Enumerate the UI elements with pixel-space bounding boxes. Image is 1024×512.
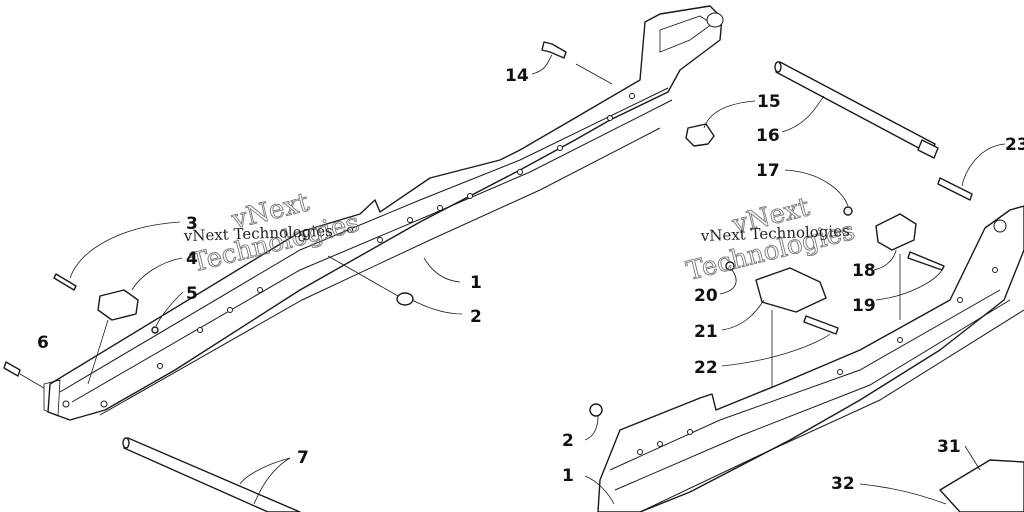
callout-1-upper: 1 [470,273,482,293]
callout-labels: 14 15 16 17 23 18 19 20 21 22 1 2 3 4 5 … [37,66,1024,494]
callout-19: 19 [852,296,876,316]
callout-4: 4 [186,249,198,269]
callout-5: 5 [186,284,198,304]
callout-1-lower: 1 [562,466,574,486]
left-slide-rail [43,5,724,421]
callout-18: 18 [852,261,876,281]
callout-6: 6 [37,333,49,353]
callout-23: 23 [1005,135,1024,155]
callout-14: 14 [505,66,529,86]
leader-lines [19,54,1006,505]
watermark-caption-right: vNext Technologies [700,222,851,245]
watermark-caption-left: vNext Technologies [183,222,334,245]
callout-7: 7 [297,448,309,468]
cross-shaft [774,61,939,159]
callout-2-lower: 2 [562,431,574,451]
callout-32: 32 [831,474,855,494]
callout-15: 15 [757,92,781,112]
callout-21: 21 [694,322,718,342]
callout-2-upper: 2 [470,307,482,327]
callout-22: 22 [694,358,718,378]
callout-20: 20 [694,286,718,306]
callout-16: 16 [756,126,780,146]
lower-cross-rod [122,437,301,512]
callout-3: 3 [186,214,198,234]
right-slide-rail [597,205,1024,512]
callout-17: 17 [756,161,780,181]
callout-31: 31 [937,437,961,457]
